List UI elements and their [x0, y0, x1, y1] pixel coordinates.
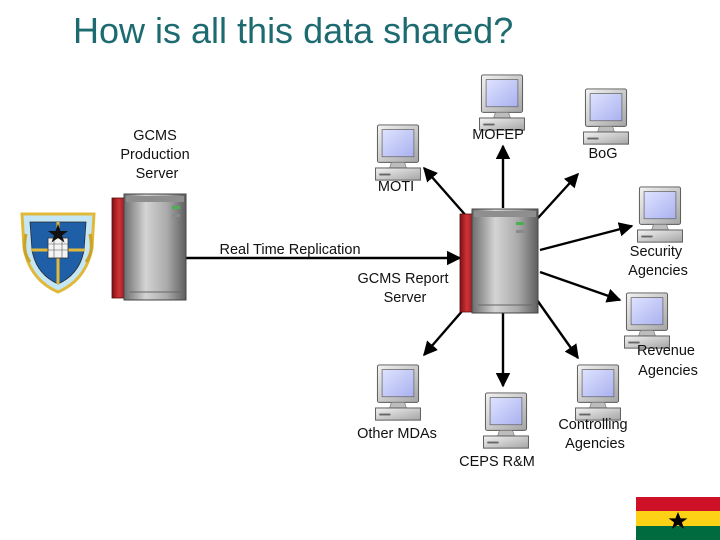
revenue-label-line: Agencies	[638, 363, 698, 379]
security-computer-icon	[637, 186, 683, 243]
report-server-label-line: Server	[384, 290, 427, 306]
mofep-label: MOFEP	[472, 127, 524, 143]
mofep-computer-icon	[479, 74, 525, 131]
other-mdas-computer-icon	[375, 364, 421, 421]
arrow-to-controlling	[536, 299, 579, 360]
emblem-image	[20, 212, 96, 294]
flag-image	[636, 497, 720, 540]
controlling-computer-icon	[575, 364, 621, 421]
arrow-to-security	[539, 222, 634, 252]
arrow-to-bog	[537, 172, 579, 219]
ceps-computer-icon	[483, 392, 529, 449]
bog-computer-icon	[583, 88, 629, 145]
report-server	[459, 208, 539, 314]
arrow-to-moti	[423, 166, 469, 219]
page-title: How is all this data shared?	[73, 10, 514, 51]
controlling-label-line: Agencies	[565, 436, 625, 452]
revenue-computer-icon	[624, 292, 670, 349]
report-server-label-line: GCMS Report	[357, 271, 448, 287]
production-server-label-line: GCMS	[133, 128, 177, 144]
security-label: Security Agencies	[628, 244, 688, 279]
controlling-label: Controlling Agencies	[558, 417, 631, 452]
production-server-label: GCMS Production Server	[120, 128, 193, 182]
bog-label: BoG	[588, 146, 617, 162]
controlling-label-line: Controlling	[558, 417, 627, 433]
other-mdas-label: Other MDAs	[357, 426, 437, 442]
arrow-to-revenue	[539, 270, 622, 303]
ceps-label: CEPS R&M	[459, 454, 535, 470]
moti-computer-icon	[375, 124, 421, 181]
production-server-label-line: Server	[136, 166, 179, 182]
production-server-label-line: Production	[120, 147, 189, 163]
replication-label: Real Time Replication	[219, 242, 360, 258]
report-server-label: GCMS Report Server	[357, 271, 452, 306]
revenue-label-line: Revenue	[637, 343, 695, 359]
security-label-line: Security	[630, 244, 683, 260]
production-server	[111, 193, 187, 301]
moti-label: MOTI	[378, 179, 414, 195]
revenue-label: Revenue Agencies	[637, 343, 699, 379]
security-label-line: Agencies	[628, 263, 688, 279]
